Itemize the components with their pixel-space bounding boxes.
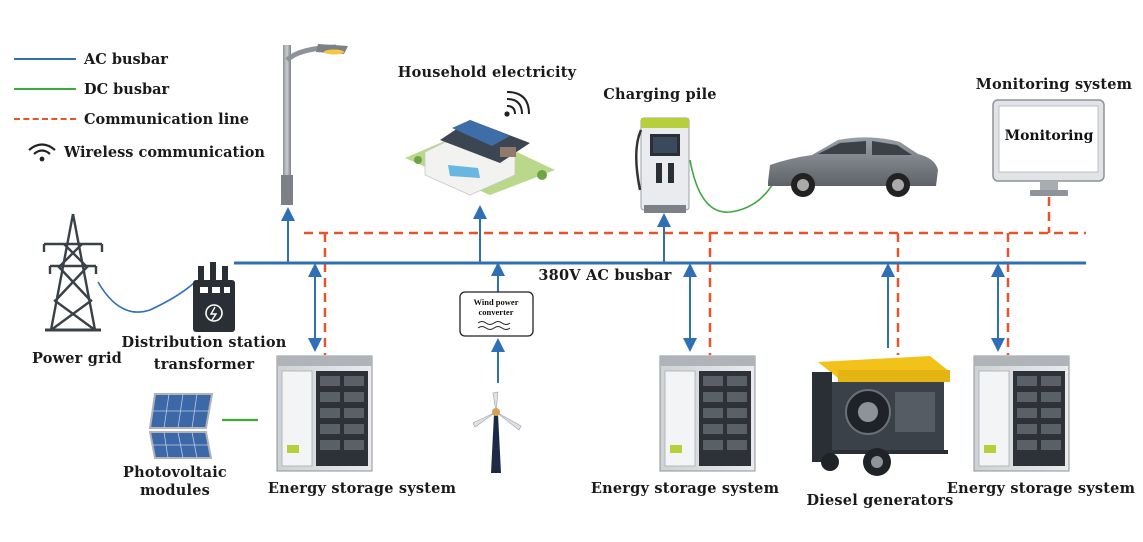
battery-cabinet-icon [973, 355, 1070, 472]
dc-swatch [14, 88, 76, 90]
ess-label-1: Energy storage system [267, 480, 457, 497]
busbar-label: 380V AC busbar [538, 267, 672, 284]
diesel-label: Diesel generators [806, 492, 954, 509]
household-label: Household electricity [397, 64, 577, 81]
legend-dc-label: DC busbar [84, 80, 170, 98]
pv-label-1: Photovoltaic [123, 464, 227, 481]
communication-line [304, 197, 1086, 355]
battery-cabinet-icon [276, 355, 373, 472]
converter-label-1: Wind power [473, 297, 519, 307]
monitor-icon [992, 99, 1105, 196]
charging-pile-icon [635, 117, 690, 213]
ac-swatch [14, 58, 76, 60]
legend-comm-label: Communication line [84, 110, 249, 128]
ess-label-2: Energy storage system [590, 480, 780, 497]
ac-connections [281, 205, 1005, 383]
legend-comm: Communication line [14, 108, 249, 130]
distribution-label-2: transformer [153, 356, 255, 373]
wifi-icon [504, 91, 530, 117]
battery-cabinet-icon [659, 355, 756, 472]
power-grid-label: Power grid [31, 350, 123, 367]
charging-pile-label: Charging pile [603, 86, 717, 103]
wind-turbine-icon [472, 391, 522, 473]
converter-label-2: converter [478, 307, 514, 317]
street-light-icon [281, 44, 348, 205]
house-icon [405, 120, 555, 196]
pv-label-2: modules [140, 482, 210, 499]
charging-cable [689, 159, 776, 213]
legend-wireless: Wireless communication [16, 141, 265, 163]
converter-box [459, 291, 534, 337]
ess-label-3: Energy storage system [946, 480, 1136, 497]
comm-swatch [14, 118, 76, 120]
solar-panel-icon [148, 393, 214, 459]
monitoring-screen-label: Monitoring [1004, 128, 1094, 144]
distribution-label-1: Distribution station [121, 334, 287, 351]
legend-ac: AC busbar [14, 48, 168, 70]
grid-wire [97, 281, 196, 313]
monitoring-system-label: Monitoring system [975, 76, 1133, 93]
legend-dc: DC busbar [14, 78, 169, 100]
legend-wireless-label: Wireless communication [64, 143, 265, 161]
car-icon [768, 137, 938, 197]
legend-ac-label: AC busbar [84, 50, 168, 68]
transformer-icon [193, 262, 235, 332]
wifi-icon [28, 143, 56, 162]
power-tower-icon [42, 213, 104, 332]
diesel-generator-icon [812, 356, 950, 476]
